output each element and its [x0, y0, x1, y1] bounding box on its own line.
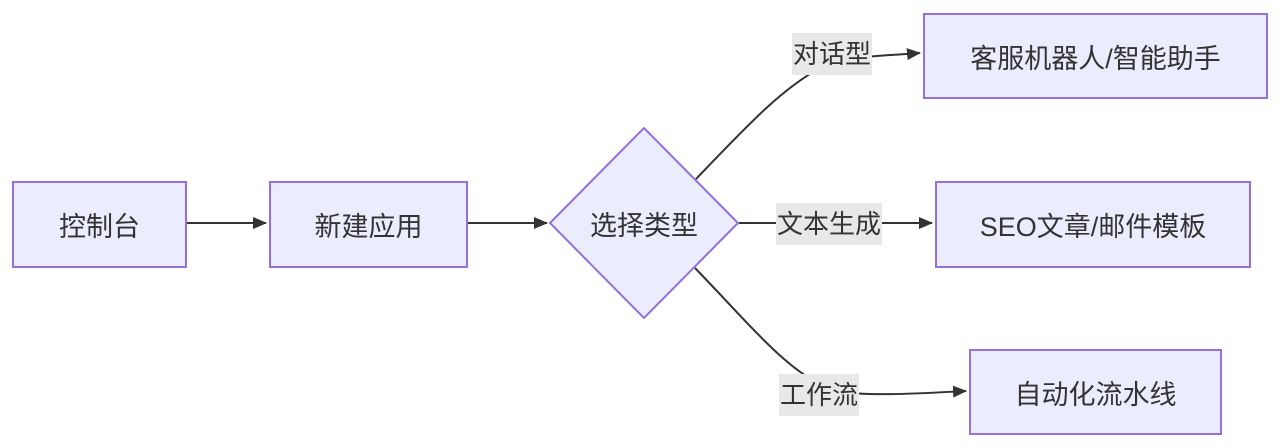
node-pipeline-label: 自动化流水线	[1014, 379, 1177, 410]
node-select-type-shape	[548, 126, 740, 320]
node-seo-email-label: SEO文章/邮件模板	[979, 212, 1207, 242]
node-create-app-label: 新建应用	[314, 212, 423, 242]
node-select-type-label: 选择类型	[550, 196, 738, 250]
node-chatbot-label: 客服机器人/智能助手	[970, 43, 1221, 74]
node-seo-email: SEO文章/邮件模板	[935, 181, 1251, 268]
edge-label-text-generation: 文本生成	[776, 203, 883, 245]
edge-label-workflow: 工作流	[779, 374, 860, 416]
node-pipeline: 自动化流水线	[969, 349, 1222, 435]
node-select-type-text: 选择类型	[590, 210, 698, 241]
node-chatbot: 客服机器人/智能助手	[923, 13, 1268, 99]
node-create-app: 新建应用	[269, 181, 468, 268]
edge-label-conversational: 对话型	[792, 33, 873, 75]
node-console: 控制台	[12, 181, 187, 268]
node-console-label: 控制台	[59, 212, 140, 242]
